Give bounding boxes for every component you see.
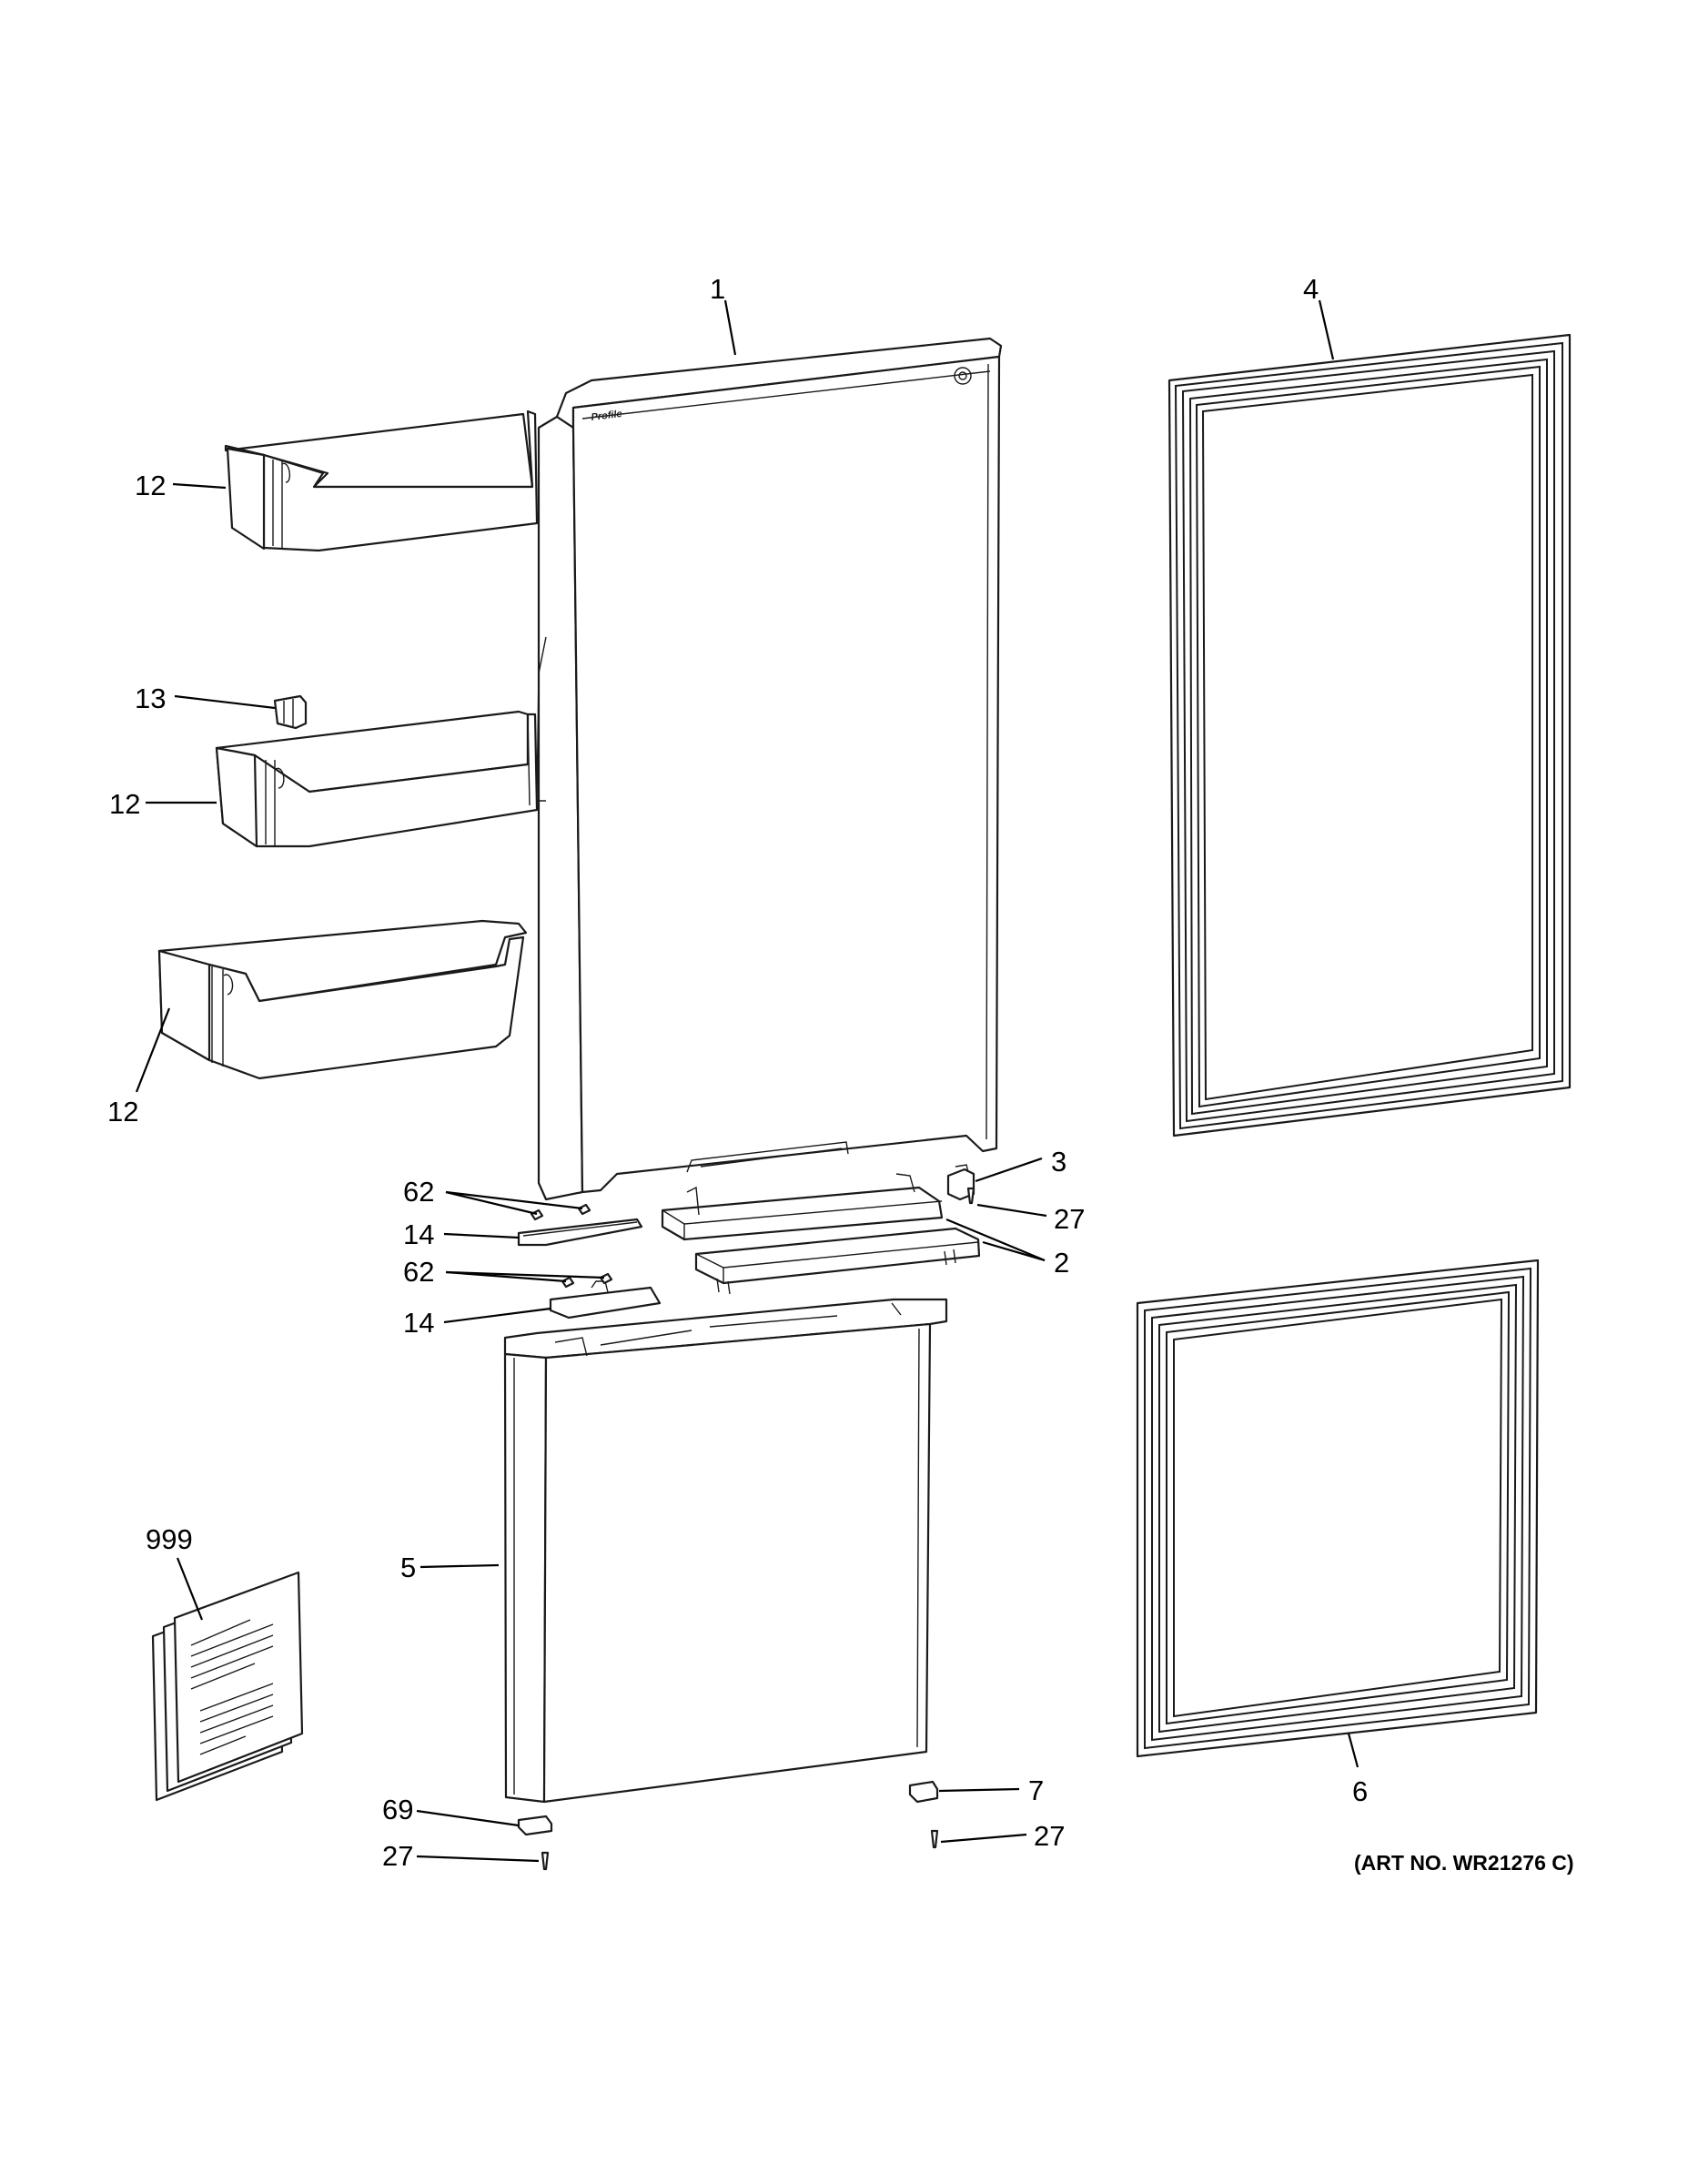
- leader-62-upper-b: [445, 1190, 583, 1210]
- callout-6: 6: [1352, 1775, 1368, 1807]
- freezer-gasket: [1136, 1259, 1540, 1758]
- art-number: (ART NO. WR21276 C): [1354, 1851, 1574, 1875]
- leader-5: [419, 1563, 500, 1569]
- bottom-hinge-pin: [908, 1780, 939, 1804]
- leader-69: [416, 1809, 520, 1827]
- door-bin-middle: [215, 710, 539, 848]
- callouts: 1 4 12 13 12 12 3 27 62 14 2 62 14 999 5…: [107, 273, 1368, 1872]
- leader-12-lower: [135, 1007, 171, 1093]
- profile-logo: Profile: [591, 409, 622, 423]
- leader-13: [174, 694, 276, 710]
- door-cap-lower: [694, 1227, 981, 1295]
- callout-13: 13: [135, 682, 166, 714]
- callout-999: 999: [146, 1523, 193, 1555]
- leader-2-a: [982, 1240, 1046, 1262]
- callout-27-right-top: 27: [1054, 1203, 1085, 1235]
- screw-27-right-top: [966, 1187, 975, 1205]
- callout-3: 3: [1051, 1146, 1066, 1178]
- callout-14-lower: 14: [403, 1307, 434, 1339]
- callout-2: 2: [1054, 1247, 1069, 1279]
- callout-62-upper: 62: [403, 1176, 434, 1208]
- callout-62-lower: 62: [403, 1256, 434, 1288]
- callout-12-upper: 12: [135, 470, 166, 501]
- callout-12-middle: 12: [109, 788, 140, 820]
- fresh-food-gasket: [1167, 333, 1572, 1138]
- screw-27-left-bottom: [541, 1851, 550, 1871]
- leader-62-upper-a: [445, 1190, 538, 1216]
- fresh-food-door: Profile: [536, 337, 1003, 1201]
- callout-27-left-bottom: 27: [382, 1840, 413, 1872]
- callout-14-upper: 14: [403, 1218, 434, 1250]
- callout-4: 4: [1303, 273, 1319, 305]
- leader-27-right-top: [976, 1203, 1047, 1218]
- leader-4: [1318, 299, 1335, 360]
- literature-booklet: [151, 1571, 304, 1802]
- door-bin-upper: [224, 410, 539, 552]
- leader-2-b: [945, 1218, 1046, 1262]
- screws-62-upper: [530, 1203, 591, 1221]
- leader-lines: [135, 299, 1359, 1863]
- callout-7: 7: [1028, 1774, 1044, 1806]
- callout-5: 5: [400, 1552, 416, 1583]
- leader-3: [975, 1157, 1043, 1183]
- screw-27-right-bottom: [930, 1829, 939, 1849]
- door-bin-lower: [157, 919, 528, 1080]
- leader-27-right-bottom: [940, 1833, 1027, 1844]
- leader-6: [1347, 1733, 1359, 1768]
- screws-62-lower: [561, 1272, 613, 1289]
- door-stop-part: [517, 1815, 553, 1836]
- leader-7: [938, 1787, 1020, 1793]
- leader-14-lower: [443, 1307, 551, 1324]
- handle-bracket-upper: [517, 1218, 643, 1247]
- leader-62-lower-b: [445, 1270, 605, 1279]
- callout-69: 69: [382, 1794, 413, 1825]
- door-cap-upper: [661, 1173, 944, 1241]
- bin-stopper-part: [273, 694, 308, 730]
- leader-27-left-bottom: [416, 1855, 540, 1863]
- callout-1: 1: [710, 273, 725, 305]
- freezer-door: [503, 1298, 948, 1804]
- leader-1: [723, 299, 737, 356]
- callout-27-right-bottom: 27: [1034, 1820, 1065, 1852]
- leader-999: [176, 1557, 204, 1621]
- leader-14-upper: [443, 1232, 520, 1239]
- leader-12-upper: [172, 482, 227, 490]
- callout-12-lower: 12: [107, 1096, 138, 1127]
